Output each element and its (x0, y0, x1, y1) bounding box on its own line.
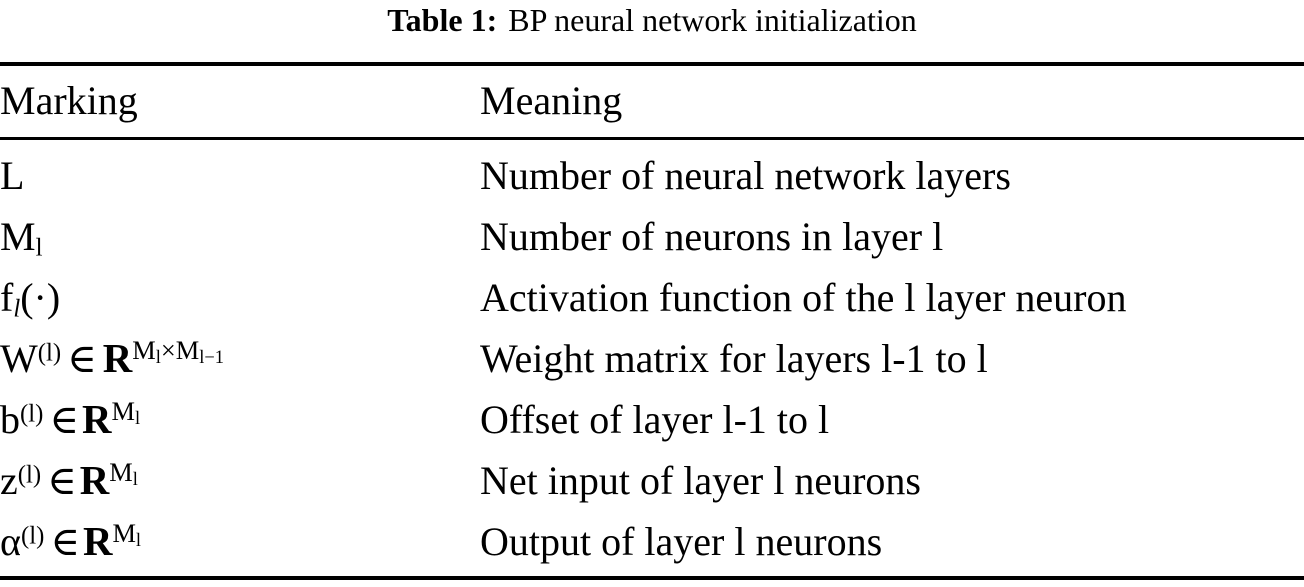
real-set-symbol: R (102, 336, 133, 381)
dim-first-sub: l (132, 468, 138, 489)
symbol-argument: (·) (20, 275, 61, 320)
cell-marking: W(l)∈RMl×Ml−1 (0, 328, 480, 389)
dim-first-sub: l (135, 529, 142, 550)
cell-marking: fl(·) (0, 267, 480, 328)
dim-second-sub: l−1 (199, 346, 225, 367)
table-header-row: Marking Meaning (0, 66, 1304, 136)
dim-first-sub: l (134, 407, 141, 428)
symbol-f-sub-l-of-dot: fl(·) (0, 275, 61, 323)
table-row: fl(·) Activation function of the l layer… (0, 267, 1304, 328)
element-of-symbol: ∈ (47, 458, 77, 503)
column-header-marking: Marking (0, 78, 138, 123)
symbol-superscript-layer: (l) (17, 461, 42, 489)
times-symbol: × (160, 334, 176, 365)
dim-first-base: M (111, 395, 135, 426)
cell-meaning: Activation function of the l layer neuro… (480, 275, 1127, 320)
symbol-dimension-exponent: Ml (112, 517, 142, 550)
table-row: W(l)∈RMl×Ml−1 Weight matrix for layers l… (0, 328, 1304, 389)
symbol-base: b (0, 397, 20, 442)
dim-first-sub: l (155, 346, 161, 367)
cell-marking: z(l)∈RMl (0, 450, 480, 511)
real-set-symbol: R (82, 519, 113, 564)
cell-meaning: Weight matrix for layers l-1 to l (480, 336, 988, 381)
element-of-symbol: ∈ (67, 336, 97, 381)
symbol-base: α (0, 519, 21, 564)
element-of-symbol: ∈ (50, 519, 80, 564)
initialization-table: Marking Meaning L Number of neural netwo… (0, 66, 1304, 572)
cell-meaning: Offset of layer l-1 to l (480, 397, 830, 442)
column-header-meaning: Meaning (480, 78, 623, 123)
table-row: z(l)∈RMl Net input of layer l neurons (0, 450, 1304, 511)
cell-marking: b(l)∈RMl (0, 389, 480, 450)
symbol-alpha-in-R: α(l)∈RMl (0, 519, 141, 564)
table-bottom-rule (0, 576, 1304, 580)
table-row: b(l)∈RMl Offset of layer l-1 to l (0, 389, 1304, 450)
real-set-symbol: R (82, 397, 112, 442)
symbol-superscript-layer: (l) (37, 339, 62, 367)
cell-marking: L (0, 136, 480, 206)
symbol-M-sub-l: Ml (0, 214, 43, 262)
symbol-subscript: l (13, 295, 21, 323)
symbol-L: L (0, 153, 24, 198)
dim-first-base: M (109, 456, 133, 487)
dim-first-base: M (132, 334, 156, 365)
dim-first-base: M (112, 517, 136, 548)
symbol-base: L (0, 153, 25, 198)
caption-text: BP neural network initialization (508, 2, 917, 38)
table-row: L Number of neural network layers (0, 136, 1304, 206)
symbol-superscript-layer: (l) (20, 522, 45, 550)
cell-marking: Ml (0, 206, 480, 267)
table-header: Marking Meaning (0, 66, 1304, 136)
symbol-dimension-exponent: Ml (111, 395, 141, 428)
symbol-z-in-R: z(l)∈RMl (0, 458, 138, 503)
table-row: α(l)∈RMl Output of layer l neurons (0, 511, 1304, 572)
caption-label: Table 1: (387, 2, 498, 38)
symbol-base: f (0, 275, 14, 320)
symbol-W-in-R: W(l)∈RMl×Ml−1 (0, 336, 224, 381)
symbol-dimension-exponent: Ml×Ml−1 (132, 334, 225, 367)
symbol-superscript-layer: (l) (20, 400, 44, 428)
table-row: Ml Number of neurons in layer l (0, 206, 1304, 267)
cell-meaning: Net input of layer l neurons (480, 458, 921, 503)
table-top-rule (0, 62, 1304, 66)
symbol-dimension-exponent: Ml (109, 456, 138, 489)
table-header-rule (0, 137, 1304, 140)
table-body: L Number of neural network layers Ml Num… (0, 136, 1304, 572)
dim-second-base: M (175, 334, 200, 365)
cell-meaning: Number of neurons in layer l (480, 214, 944, 259)
element-of-symbol: ∈ (49, 397, 80, 442)
real-set-symbol: R (79, 458, 110, 503)
symbol-subscript: l (35, 234, 43, 262)
symbol-base: M (0, 214, 36, 259)
cell-marking: α(l)∈RMl (0, 511, 480, 572)
symbol-base: W (0, 336, 38, 381)
cell-meaning: Number of neural network layers (480, 153, 1011, 198)
symbol-base: z (0, 458, 18, 503)
symbol-b-in-R: b(l)∈RMl (0, 397, 140, 442)
cell-meaning: Output of layer l neurons (480, 519, 883, 564)
table-caption: Table 1: BP neural network initializatio… (0, 0, 1304, 46)
